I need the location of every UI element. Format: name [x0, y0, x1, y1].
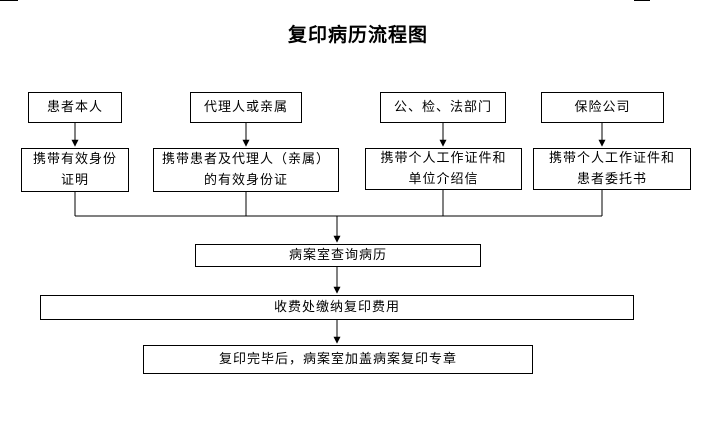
requirement-box-agent: 携带患者及代理人（亲属）的有效身份证	[153, 148, 339, 192]
page-corner-mark-right	[634, 0, 650, 1]
requirement-box-legal: 携带个人工作证件和单位介绍信	[365, 148, 522, 190]
step-stamp-copy: 复印完毕后，病案室加盖病案复印专章	[143, 345, 533, 374]
requester-box-legal: 公、检、法部门	[380, 92, 506, 123]
diagram-title: 复印病历流程图	[287, 24, 428, 46]
requirement-box-patient: 携带有效身份证明	[21, 148, 129, 192]
step-query-record: 病案室查询病历	[195, 244, 481, 267]
step-pay-fee: 收费处缴纳复印费用	[40, 295, 634, 320]
requester-box-agent: 代理人或亲属	[190, 92, 302, 123]
requester-box-insurance: 保险公司	[541, 92, 664, 123]
requirement-box-insurance: 携带个人工作证件和患者委托书	[533, 148, 691, 190]
page-corner-mark-left	[0, 0, 18, 1]
requester-box-patient: 患者本人	[28, 92, 122, 123]
